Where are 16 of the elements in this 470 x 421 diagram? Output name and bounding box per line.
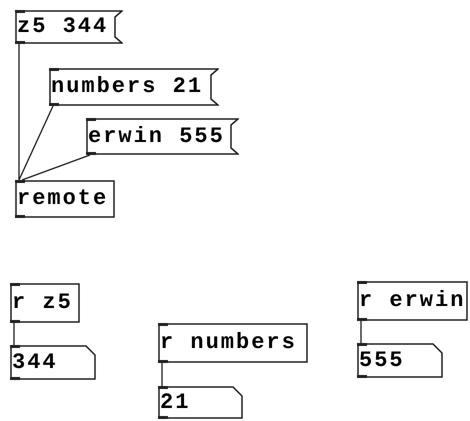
object-box: r numbers bbox=[158, 323, 308, 363]
number-box: 344 bbox=[10, 345, 96, 380]
message-box: z5 344 bbox=[15, 10, 123, 44]
patch-cord bbox=[18, 44, 20, 180]
patch-cord bbox=[13, 323, 15, 345]
patch-cord bbox=[360, 321, 362, 343]
patch-cord bbox=[161, 363, 163, 386]
object-box: r z5 bbox=[10, 283, 80, 323]
object-box: r erwin bbox=[357, 281, 468, 321]
object-box: remote bbox=[15, 180, 115, 218]
message-box: erwin 555 bbox=[86, 118, 239, 155]
message-box: numbers 21 bbox=[49, 68, 219, 106]
patch-cord bbox=[18, 106, 54, 180]
number-box: 555 bbox=[357, 343, 443, 378]
patch-cord bbox=[22, 154, 90, 181]
number-box: 21 bbox=[158, 386, 243, 419]
